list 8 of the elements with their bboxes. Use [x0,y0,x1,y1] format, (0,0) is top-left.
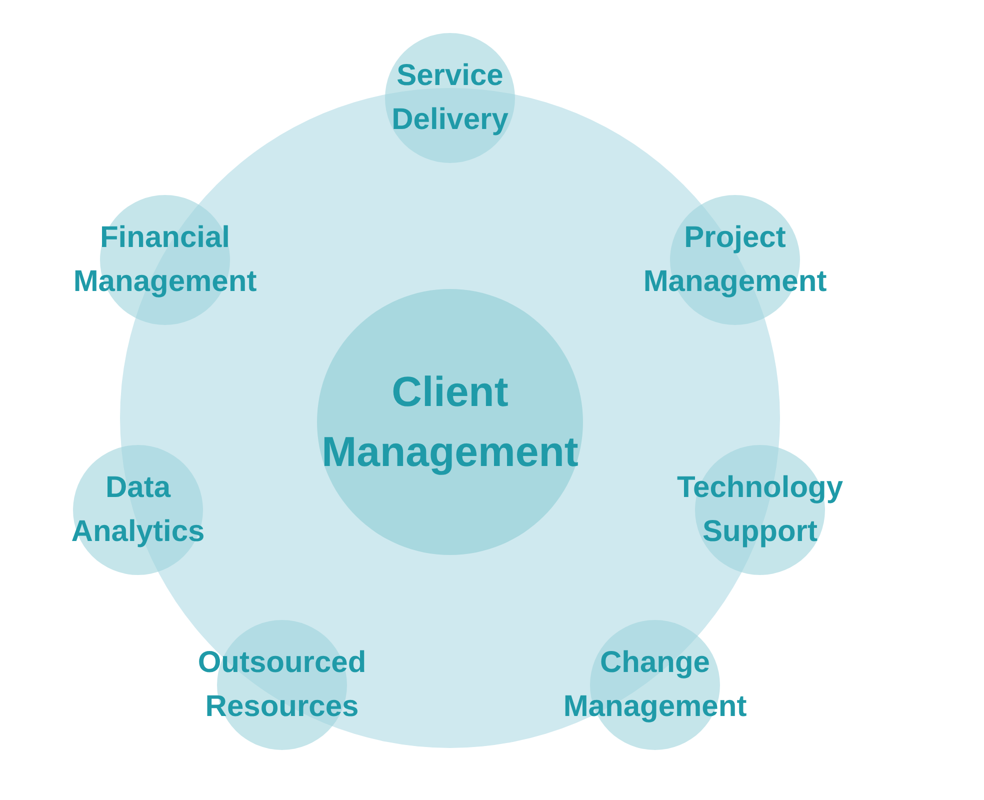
circle-label: Change Management [562,645,748,725]
circle-label: Technology Support [676,470,844,550]
circle-label: Client Management [320,367,580,477]
circle-label: Service Delivery [390,58,510,138]
circle-label: Financial Management [72,220,258,300]
circle-label: Data Analytics [70,470,206,550]
circle-label: Project Management [642,220,828,300]
circle-label: Outsourced Resources [196,645,368,725]
